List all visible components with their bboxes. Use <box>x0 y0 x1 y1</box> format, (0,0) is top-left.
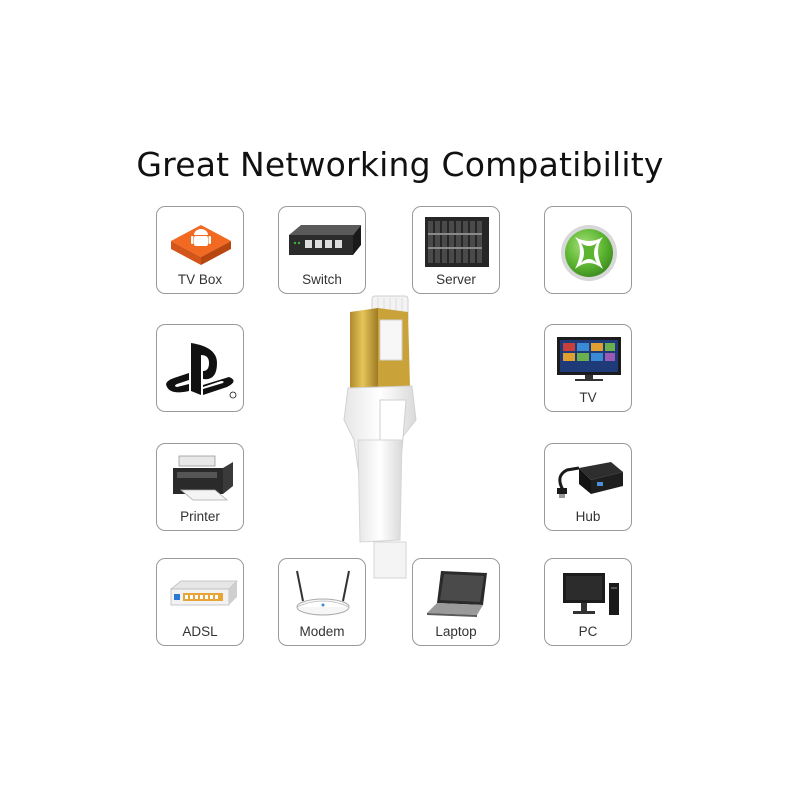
tile-tv: TV <box>544 324 632 412</box>
printer-icon <box>161 450 241 506</box>
tile-adsl: ADSL <box>156 558 244 646</box>
tile-label: Modem <box>299 624 345 639</box>
adsl-router-icon <box>161 565 241 621</box>
xbox-logo-icon <box>549 219 629 283</box>
tile-label: TV Box <box>177 272 223 287</box>
tile-hub: Hub <box>544 443 632 531</box>
tile-laptop: Laptop <box>412 558 500 646</box>
tile-label: TV <box>579 390 597 405</box>
tile-label: Switch <box>302 272 342 287</box>
tile-server: Server <box>412 206 500 294</box>
server-rack-icon <box>417 213 497 269</box>
tile-playstation <box>156 324 244 412</box>
tile-tv-box: TV Box <box>156 206 244 294</box>
tile-modem: Modem <box>278 558 366 646</box>
tile-label: Laptop <box>435 624 477 639</box>
wifi-modem-icon <box>283 565 363 621</box>
tile-switch: Switch <box>278 206 366 294</box>
rj45-ethernet-connector-image <box>330 290 430 590</box>
tile-label: Server <box>436 272 476 287</box>
desktop-pc-icon <box>549 565 629 621</box>
tile-label: Printer <box>180 509 220 524</box>
tile-label: Hub <box>575 509 601 524</box>
tile-xbox <box>544 206 632 294</box>
usb-hub-icon <box>549 450 629 506</box>
page-title: Great Networking Compatibility <box>136 145 664 184</box>
tile-printer: Printer <box>156 443 244 531</box>
tile-pc: PC <box>544 558 632 646</box>
playstation-logo-icon <box>161 337 241 401</box>
network-switch-icon <box>283 213 363 269</box>
tv-icon <box>549 331 629 387</box>
laptop-icon <box>417 565 497 621</box>
tile-label: PC <box>578 624 598 639</box>
android-tv-box-icon <box>161 213 241 269</box>
tile-label: ADSL <box>182 624 218 639</box>
